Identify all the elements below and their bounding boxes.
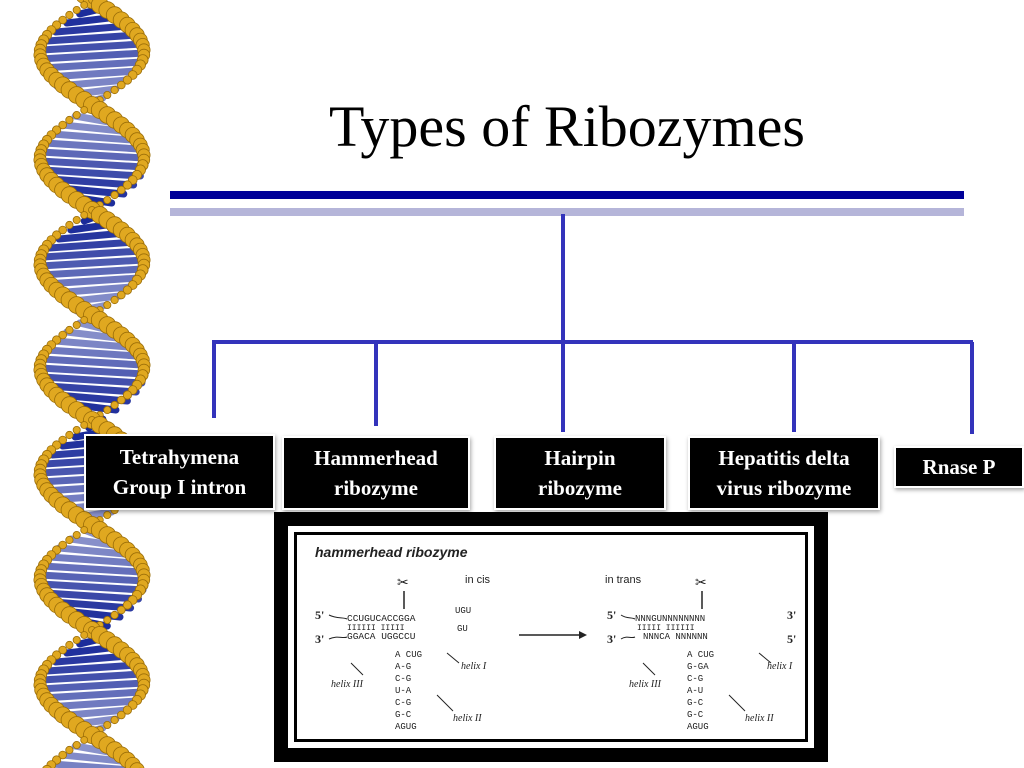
trans-bottom-strand: NNNCA NNNNNN — [643, 632, 708, 642]
title-underline-light — [170, 208, 964, 216]
svg-text:G-C: G-C — [687, 710, 704, 720]
node-hairpin-line1: Hairpin — [544, 445, 616, 470]
svg-text:G-C: G-C — [395, 710, 412, 720]
trans-helix3: helix III — [629, 679, 662, 690]
cis-3prime: 3' — [315, 632, 324, 646]
cis-top-strand: CCUGUCACCGGA — [347, 613, 416, 624]
svg-text:U-A: U-A — [395, 686, 412, 696]
node-hairpin: Hairpin ribozyme — [494, 436, 666, 510]
trans-structure: ✂ 5' NNNGUNNNNNNNN IIIII IIIIII 3' 3' NN… — [607, 576, 796, 732]
cis-label: in cis — [465, 574, 491, 586]
svg-text:UGU: UGU — [455, 606, 471, 616]
cis-helix2: helix II — [453, 713, 482, 724]
svg-text:AGUG: AGUG — [687, 722, 709, 732]
node-tetrahymena-line1: Tetrahymena — [119, 444, 240, 469]
trans-3prime-left: 3' — [607, 632, 616, 646]
cis-bottom-strand: GGACA UGGCCU — [347, 631, 416, 642]
trans-top-strand: NNNGUNNNNNNNN — [635, 614, 705, 624]
node-hammerhead: Hammerhead ribozyme — [282, 436, 470, 510]
title-underline-dark — [170, 191, 964, 199]
svg-text:A-U: A-U — [687, 686, 703, 696]
trans-5prime-left: 5' — [607, 608, 616, 622]
node-hammerhead-line1: Hammerhead — [314, 445, 438, 470]
svg-text:C-G: C-G — [395, 698, 411, 708]
node-hdv: Hepatitis delta virus ribozyme — [688, 436, 880, 510]
svg-text:G-C: G-C — [687, 698, 704, 708]
svg-text:IIIII IIIIII: IIIII IIIIII — [637, 624, 695, 633]
svg-text:C-G: C-G — [395, 674, 411, 684]
svg-text:IIIIII IIIII: IIIIII IIIII — [347, 624, 405, 633]
figure-heading: hammerhead ribozyme — [315, 544, 468, 560]
dna-helix-image — [33, 0, 151, 768]
node-hairpin-line2: ribozyme — [538, 476, 622, 500]
trans-helix2: helix II — [745, 713, 774, 724]
cis-5prime: 5' — [315, 608, 324, 622]
svg-text:A-G: A-G — [395, 662, 411, 672]
cis-to-trans-arrow — [519, 631, 587, 639]
node-rnasep: Rnase P — [894, 446, 1024, 488]
node-tetrahymena-line2: Group I intron — [112, 475, 247, 499]
hammerhead-diagram: hammerhead ribozyme in cis in trans ✂ 5'… — [315, 544, 796, 732]
scissors-icon: ✂ — [397, 576, 409, 591]
node-hdv-line2: virus ribozyme — [716, 476, 852, 500]
node-hammerhead-line2: ribozyme — [334, 476, 418, 500]
node-hdv-line1: Hepatitis delta — [718, 445, 850, 470]
hammerhead-figure: hammerhead ribozyme in cis in trans ✂ 5'… — [274, 512, 828, 762]
svg-text:A CUG: A CUG — [395, 650, 422, 660]
trans-helix1: helix I — [767, 661, 793, 672]
svg-text:GU: GU — [457, 624, 468, 634]
trans-label: in trans — [605, 574, 642, 586]
svg-text:AGUG: AGUG — [395, 722, 417, 732]
cis-structure: ✂ 5' CCUGUCACCGGA IIIIII IIIII 3' GGACA … — [315, 576, 487, 732]
trans-3prime-right: 3' — [787, 608, 796, 622]
slide-title: Types of Ribozymes — [329, 94, 805, 159]
cis-helix3: helix III — [331, 679, 364, 690]
node-rnasep-line1: Rnase P — [922, 454, 996, 479]
trans-5prime-right: 5' — [787, 632, 796, 646]
svg-text:C-G: C-G — [687, 674, 703, 684]
svg-text:A CUG: A CUG — [687, 650, 714, 660]
scissors-icon: ✂ — [695, 576, 707, 591]
svg-text:G-GA: G-GA — [687, 662, 709, 672]
cis-helix1: helix I — [461, 661, 487, 672]
